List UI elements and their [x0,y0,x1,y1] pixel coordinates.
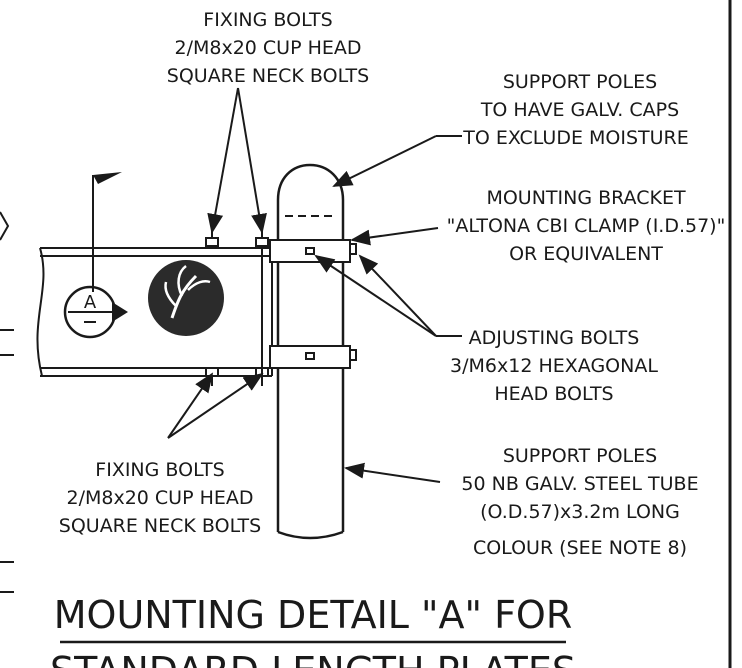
svg-text:MOUNTING BRACKET: MOUNTING BRACKET [486,187,686,209]
direction-arrow-marker-icon: A [63,285,128,339]
svg-text:SUPPORT POLES: SUPPORT POLES [503,445,657,467]
svg-text:SQUARE NECK BOLTS: SQUARE NECK BOLTS [59,515,261,537]
mounting-bracket-top [269,239,357,263]
label-adjusting-bolts: ADJUSTING BOLTS 3/M6x12 HEXAGONAL HEAD B… [450,327,658,405]
svg-text:FIXING BOLTS: FIXING BOLTS [203,9,332,31]
svg-text:OR EQUIVALENT: OR EQUIVALENT [509,243,663,265]
svg-text:50 NB GALV. STEEL TUBE: 50 NB GALV. STEEL TUBE [461,473,698,495]
flag-icon [92,172,122,292]
svg-text:ADJUSTING BOLTS: ADJUSTING BOLTS [469,327,640,349]
svg-text:SUPPORT POLES: SUPPORT POLES [503,71,657,93]
label-mounting-bracket: MOUNTING BRACKET "ALTONA CBI CLAMP (I.D.… [447,187,726,265]
svg-text:HEAD BOLTS: HEAD BOLTS [494,383,613,405]
label-support-poles-tube: SUPPORT POLES 50 NB GALV. STEEL TUBE (O.… [461,445,698,559]
svg-text:TO EXCLUDE MOISTURE: TO EXCLUDE MOISTURE [462,127,688,149]
plant-logo-icon [148,260,224,336]
drawing-title: MOUNTING DETAIL "A" FOR [54,593,573,637]
left-tick-marks [0,211,14,593]
label-support-poles-caps: SUPPORT POLES TO HAVE GALV. CAPS TO EXCL… [462,71,688,149]
svg-text:2/M8x20 CUP HEAD: 2/M8x20 CUP HEAD [174,37,361,59]
svg-text:FIXING BOLTS: FIXING BOLTS [95,459,224,481]
svg-text:2/M8x20 CUP HEAD: 2/M8x20 CUP HEAD [66,487,253,509]
svg-text:SQUARE NECK BOLTS: SQUARE NECK BOLTS [167,65,369,87]
drawing-title-line2: STANDARD LENGTH PLATES [50,649,576,668]
label-fixing-bolts-bottom: FIXING BOLTS 2/M8x20 CUP HEAD SQUARE NEC… [59,459,261,537]
svg-text:3/M6x12 HEXAGONAL: 3/M6x12 HEXAGONAL [450,355,658,377]
svg-text:"ALTONA CBI CLAMP (I.D.57)": "ALTONA CBI CLAMP (I.D.57)" [447,215,726,237]
label-fixing-bolts-top: FIXING BOLTS 2/M8x20 CUP HEAD SQUARE NEC… [167,9,369,87]
svg-text:COLOUR (SEE NOTE 8): COLOUR (SEE NOTE 8) [473,537,687,559]
mounting-bracket-bottom [269,345,357,369]
leader-lines [167,87,462,483]
sign-plate [36,247,273,377]
svg-text:(O.D.57)x3.2m LONG: (O.D.57)x3.2m LONG [480,501,680,523]
marker-letter: A [84,292,97,313]
svg-text:TO HAVE GALV. CAPS: TO HAVE GALV. CAPS [480,99,679,121]
